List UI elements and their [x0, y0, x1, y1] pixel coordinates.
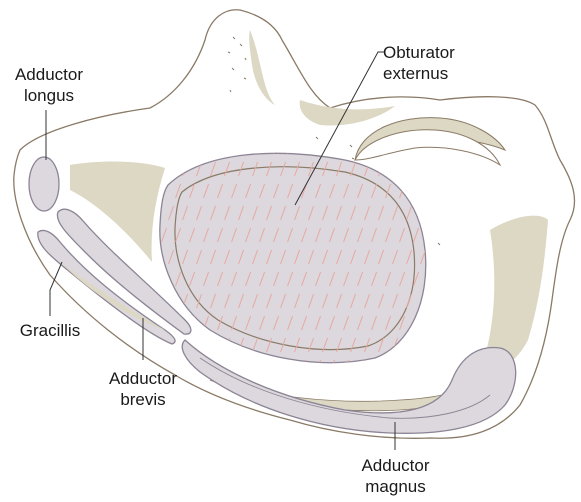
label-obturator-externus: Obturator externus — [383, 42, 483, 84]
label-adductor-brevis-line2: brevis — [98, 389, 188, 410]
label-gracillis-line1: Gracillis — [10, 320, 90, 341]
label-adductor-magnus-line1: Adductor — [348, 455, 443, 476]
label-adductor-magnus: Adductor magnus — [348, 455, 443, 497]
label-gracillis: Gracillis — [10, 320, 90, 341]
label-obturator-externus-line1: Obturator — [383, 42, 483, 63]
label-adductor-brevis: Adductor brevis — [98, 368, 188, 410]
label-adductor-longus-line2: longus — [4, 85, 94, 106]
adductor-longus-muscle — [29, 157, 59, 211]
label-adductor-longus-line1: Adductor — [4, 64, 94, 85]
label-adductor-longus: Adductor longus — [4, 64, 94, 106]
label-adductor-magnus-line2: magnus — [348, 476, 443, 497]
label-adductor-brevis-line1: Adductor — [98, 368, 188, 389]
label-obturator-externus-line2: externus — [383, 63, 483, 84]
